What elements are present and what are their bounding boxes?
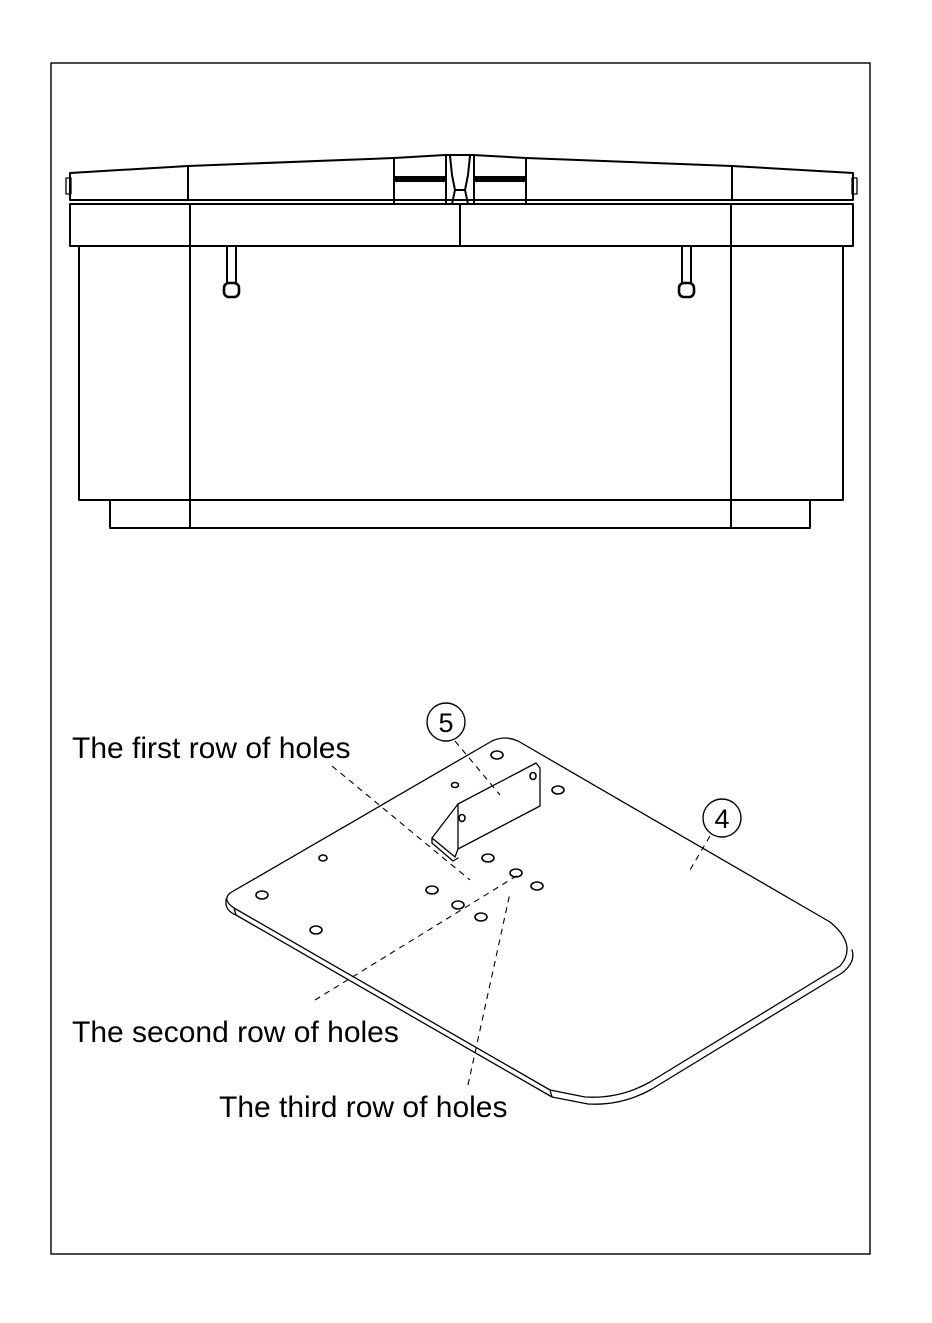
cover-hinge [394, 156, 526, 204]
callout-5-number: 5 [438, 708, 453, 738]
callout-4-number: 4 [714, 804, 729, 834]
tub-body [79, 246, 843, 500]
callout-4: 4 [690, 799, 741, 870]
leader-third-row [468, 893, 510, 1085]
label-first-row: The first row of holes [72, 732, 350, 765]
cover-lock-left [224, 246, 239, 297]
cover-skirt [70, 204, 853, 246]
label-second-row: The second row of holes [72, 1016, 399, 1049]
leader-second-row [315, 875, 518, 1000]
leader-first-row [332, 766, 470, 880]
tub-side-view [66, 155, 857, 528]
cover-lock-right [679, 246, 694, 297]
callout-5: 5 [427, 703, 500, 795]
tub-base [110, 500, 810, 528]
label-third-row: The third row of holes [219, 1091, 507, 1124]
plate-holes [256, 751, 564, 934]
